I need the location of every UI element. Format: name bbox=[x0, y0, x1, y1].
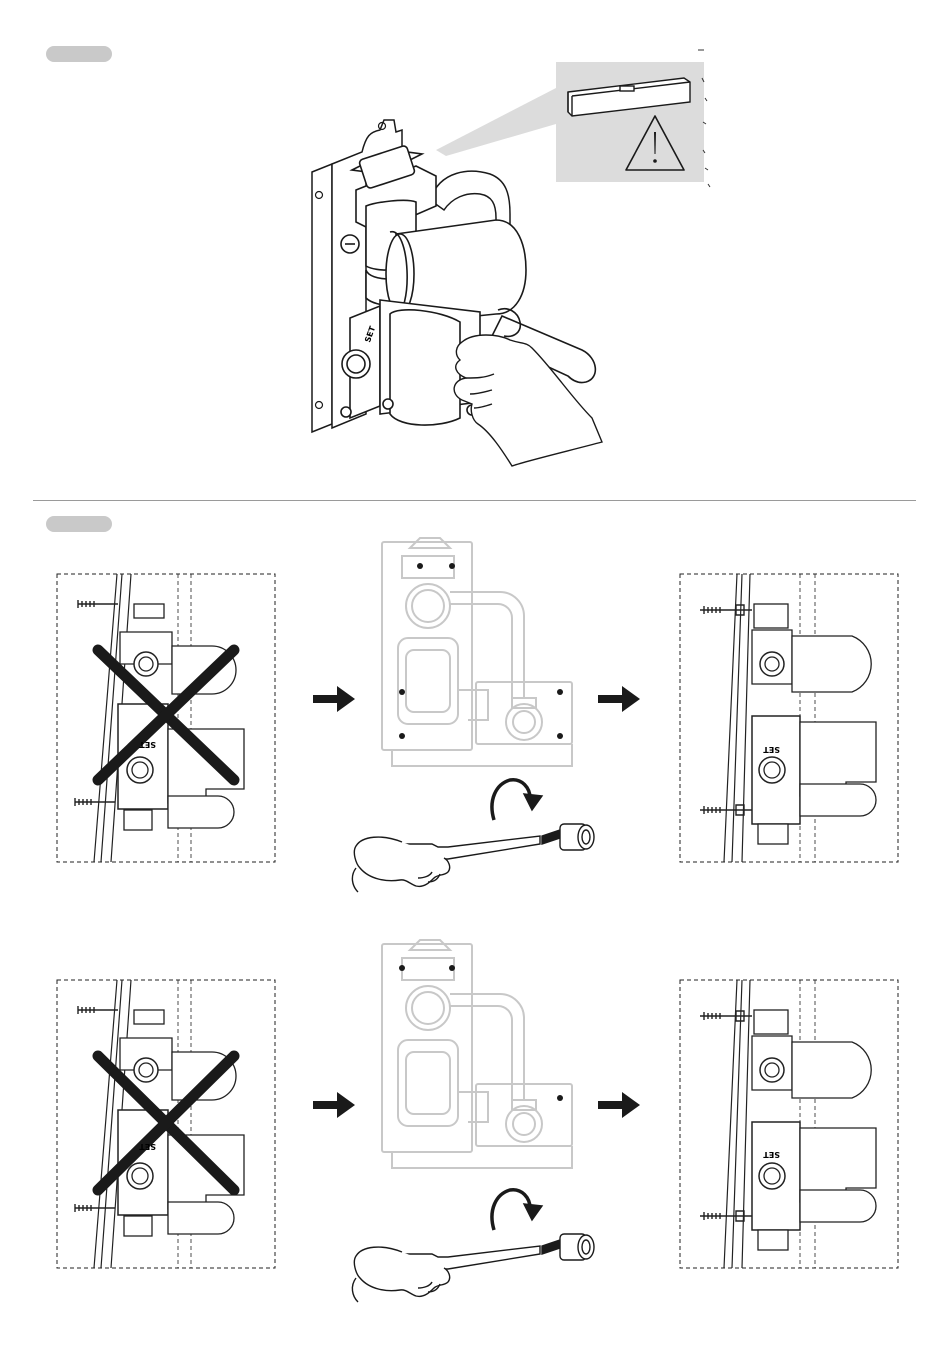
right-arrow-icon bbox=[598, 1092, 640, 1118]
row-1-adjustment-schematic bbox=[382, 538, 572, 766]
valve-marking: SET bbox=[763, 1150, 780, 1159]
valve-marking: SET bbox=[139, 1142, 156, 1151]
row-2-screwdriver bbox=[352, 1190, 594, 1302]
row-2-adjustment-schematic bbox=[382, 940, 572, 1168]
row-2-arrow-right bbox=[598, 1092, 640, 1118]
row-1-wrong-mount bbox=[57, 574, 275, 862]
row-1-correct-mount bbox=[680, 574, 898, 862]
right-arrow-icon bbox=[313, 686, 355, 712]
right-arrow-icon bbox=[598, 686, 640, 712]
row-1-arrow-left bbox=[313, 686, 355, 712]
right-arrow-icon bbox=[313, 1092, 355, 1118]
row-2-arrow-left bbox=[313, 1092, 355, 1118]
valve-marking: SET bbox=[763, 745, 780, 754]
row-1-arrow-right bbox=[598, 686, 640, 712]
spirit-level-inset bbox=[436, 50, 710, 187]
row-2-wrong-mount bbox=[57, 980, 275, 1268]
valve-marking: SET bbox=[139, 740, 156, 749]
row-1-screwdriver bbox=[352, 780, 594, 892]
row-2-correct-mount bbox=[680, 980, 898, 1268]
